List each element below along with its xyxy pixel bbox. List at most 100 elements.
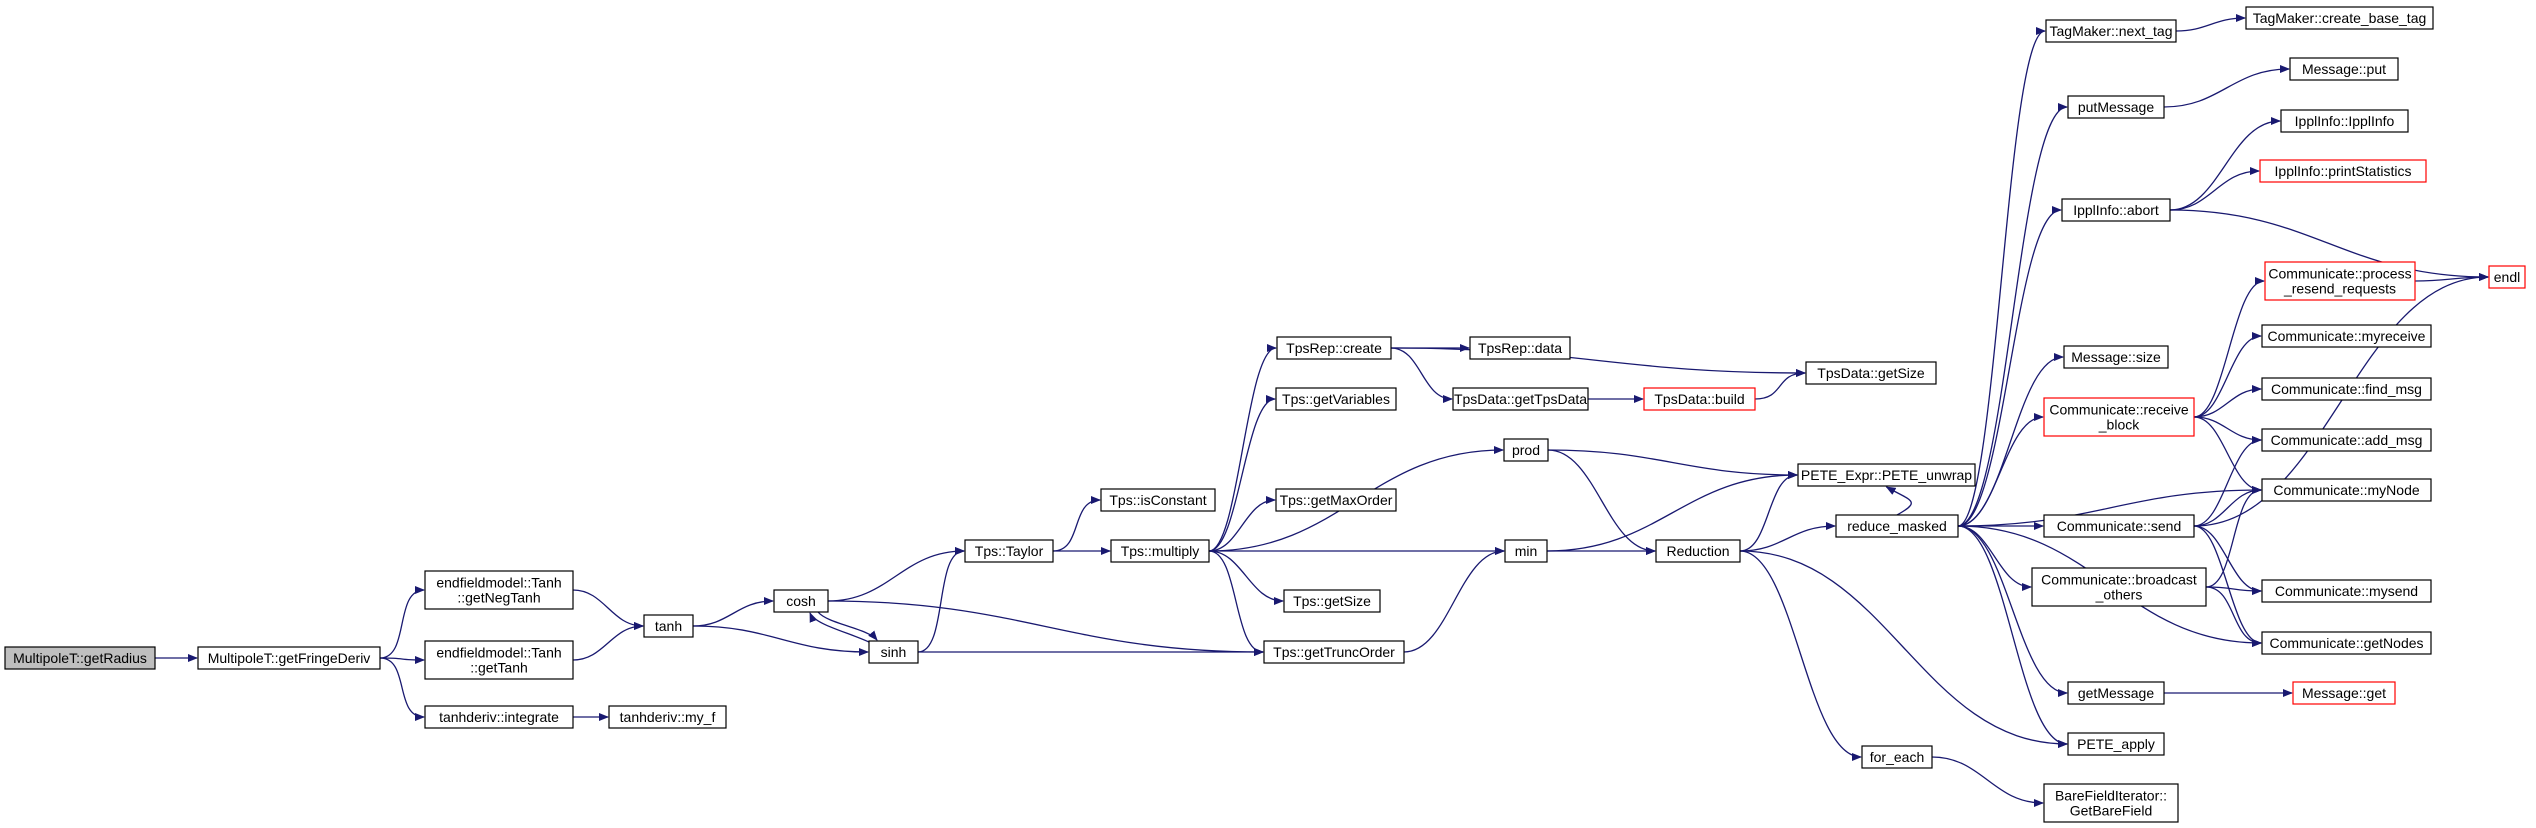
node-get-radius[interactable]: MultipoleT::getRadius (4, 646, 156, 670)
node-get-max-order[interactable]: Tps::getMaxOrder (1275, 488, 1397, 512)
edge-reduce-masked-to-receive-block (1957, 413, 2044, 527)
node-get-message[interactable]: getMessage (2067, 681, 2165, 705)
node-taylor[interactable]: Tps::Taylor (964, 539, 1054, 563)
node-my-node[interactable]: Communicate::myNode (2261, 478, 2432, 502)
node-box (964, 539, 1054, 563)
node-label: Tps::getMaxOrder (1280, 492, 1393, 508)
node-sinh[interactable]: sinh (868, 640, 919, 664)
node-label: Communicate::find_msg (2271, 381, 2422, 397)
node-tps-data-build[interactable]: TpsData::build (1643, 387, 1756, 411)
node-pete-apply[interactable]: PETE_apply (2067, 732, 2165, 756)
node-tps-data-get-size[interactable]: TpsData::getSize (1805, 361, 1937, 385)
node-ippl-info-ctor[interactable]: IpplInfo::IpplInfo (2280, 109, 2409, 133)
node-box (2261, 428, 2432, 452)
node-tps-get-size[interactable]: Tps::getSize (1283, 589, 1381, 613)
node-print-statistics[interactable]: IpplInfo::printStatistics (2259, 159, 2427, 183)
node-box (2063, 345, 2169, 369)
node-multiply[interactable]: Tps::multiply (1110, 539, 1210, 563)
node-next-tag[interactable]: TagMaker::next_tag (2045, 19, 2177, 43)
node-label: MultipoleT::getFringeDeriv (208, 650, 371, 666)
node-label: Communicate::receive (2049, 402, 2188, 418)
edge-get-fringe-deriv-to-integrate (379, 657, 425, 721)
node-find-msg[interactable]: Communicate::find_msg (2261, 377, 2432, 401)
node-box (2067, 95, 2165, 119)
node-send[interactable]: Communicate::send (2043, 514, 2195, 538)
node-add-msg[interactable]: Communicate::add_msg (2261, 428, 2432, 452)
node-box (2067, 681, 2165, 705)
edge-for-each-to-get-bare-field (1931, 756, 2044, 807)
node-create[interactable]: TpsRep::create (1276, 336, 1392, 360)
node-mysend[interactable]: Communicate::mysend (2261, 579, 2432, 603)
node-box (773, 589, 829, 613)
node-box (424, 570, 574, 610)
edge-abort-to-endl (2169, 209, 2489, 281)
node-label: TagMaker::create_base_tag (2253, 10, 2427, 26)
edge-abort-to-ippl-info-ctor (2169, 117, 2281, 211)
edge-multiply-to-get-variables (1208, 395, 1276, 552)
node-put-message[interactable]: putMessage (2067, 95, 2165, 119)
node-tps-rep-data[interactable]: TpsRep::data (1469, 336, 1571, 360)
edge-put-message-to-message-put (2163, 65, 2290, 108)
edges-layer (155, 14, 2489, 807)
node-label: _block (2098, 417, 2140, 433)
node-label: for_each (1870, 749, 1924, 765)
node-box (2488, 265, 2526, 289)
edge-reduce-masked-to-pete-apply (1957, 525, 2068, 748)
node-reduction[interactable]: Reduction (1655, 539, 1741, 563)
node-box (4, 646, 156, 670)
edge-multiply-to-create (1208, 344, 1277, 552)
node-get-neg-tanh[interactable]: endfieldmodel::Tanh::getNegTanh (424, 570, 574, 610)
node-create-base-tag[interactable]: TagMaker::create_base_tag (2245, 6, 2434, 30)
node-broadcast-others[interactable]: Communicate::broadcast_others (2031, 567, 2207, 607)
edge-tanh-to-cosh (692, 597, 774, 627)
node-label: Message::get (2302, 685, 2386, 701)
node-message-put[interactable]: Message::put (2289, 57, 2399, 81)
node-get-variables[interactable]: Tps::getVariables (1275, 387, 1397, 411)
edge-reduce-masked-to-abort (1957, 206, 2062, 527)
node-get-nodes[interactable]: Communicate::getNodes (2261, 631, 2432, 655)
edge-tanh-to-sinh (692, 625, 869, 656)
node-box (424, 640, 574, 680)
node-get-bare-field[interactable]: BareFieldIterator::GetBareField (2043, 783, 2179, 823)
edge-receive-block-to-find-msg (2193, 385, 2262, 418)
node-pete-unwrap[interactable]: PETE_Expr::PETE_unwrap (1797, 463, 1976, 487)
node-receive-block[interactable]: Communicate::receive_block (2043, 397, 2195, 437)
node-my-f[interactable]: tanhderiv::my_f (608, 705, 727, 729)
node-label: Message::put (2302, 61, 2386, 77)
node-integrate[interactable]: tanhderiv::integrate (424, 705, 574, 729)
node-for-each[interactable]: for_each (1861, 745, 1933, 769)
node-process-resend[interactable]: Communicate::process_resend_requests (2264, 261, 2416, 301)
node-is-constant[interactable]: Tps::isConstant (1100, 488, 1216, 512)
node-box (643, 614, 694, 638)
node-box (1452, 387, 1589, 411)
node-cosh[interactable]: cosh (773, 589, 829, 613)
node-get-fringe-deriv[interactable]: MultipoleT::getFringeDeriv (197, 646, 381, 670)
edge-get-trunc-order-to-min (1403, 547, 1505, 653)
node-label: tanhderiv::integrate (439, 709, 559, 725)
node-get-tanh[interactable]: endfieldmodel::Tanh::getTanh (424, 640, 574, 680)
node-label: Communicate::myreceive (2268, 328, 2426, 344)
node-label: reduce_masked (1847, 518, 1947, 534)
node-label: ::getNegTanh (457, 590, 540, 606)
node-get-tps-data[interactable]: TpsData::getTpsData (1452, 387, 1589, 411)
edge-get-fringe-deriv-to-get-tanh (379, 655, 425, 664)
node-reduce-masked[interactable]: reduce_masked (1835, 514, 1959, 538)
node-box (2261, 377, 2432, 401)
edge-receive-block-to-process-resend (2193, 277, 2265, 418)
node-message-size[interactable]: Message::size (2063, 345, 2169, 369)
node-prod[interactable]: prod (1503, 438, 1549, 462)
node-label: sinh (881, 644, 907, 660)
node-label: Tps::getSize (1293, 593, 1371, 609)
node-box (2280, 109, 2409, 133)
node-endl[interactable]: endl (2488, 265, 2526, 289)
node-box (1275, 387, 1397, 411)
edge-reduction-to-pete-apply (1739, 550, 2068, 748)
node-abort[interactable]: IpplInfo::abort (2061, 198, 2171, 222)
node-message-get[interactable]: Message::get (2292, 681, 2396, 705)
node-myreceive[interactable]: Communicate::myreceive (2261, 324, 2432, 348)
node-box (2261, 478, 2432, 502)
node-tanh[interactable]: tanh (643, 614, 694, 638)
node-min[interactable]: min (1504, 539, 1548, 563)
node-get-trunc-order[interactable]: Tps::getTruncOrder (1263, 640, 1405, 664)
